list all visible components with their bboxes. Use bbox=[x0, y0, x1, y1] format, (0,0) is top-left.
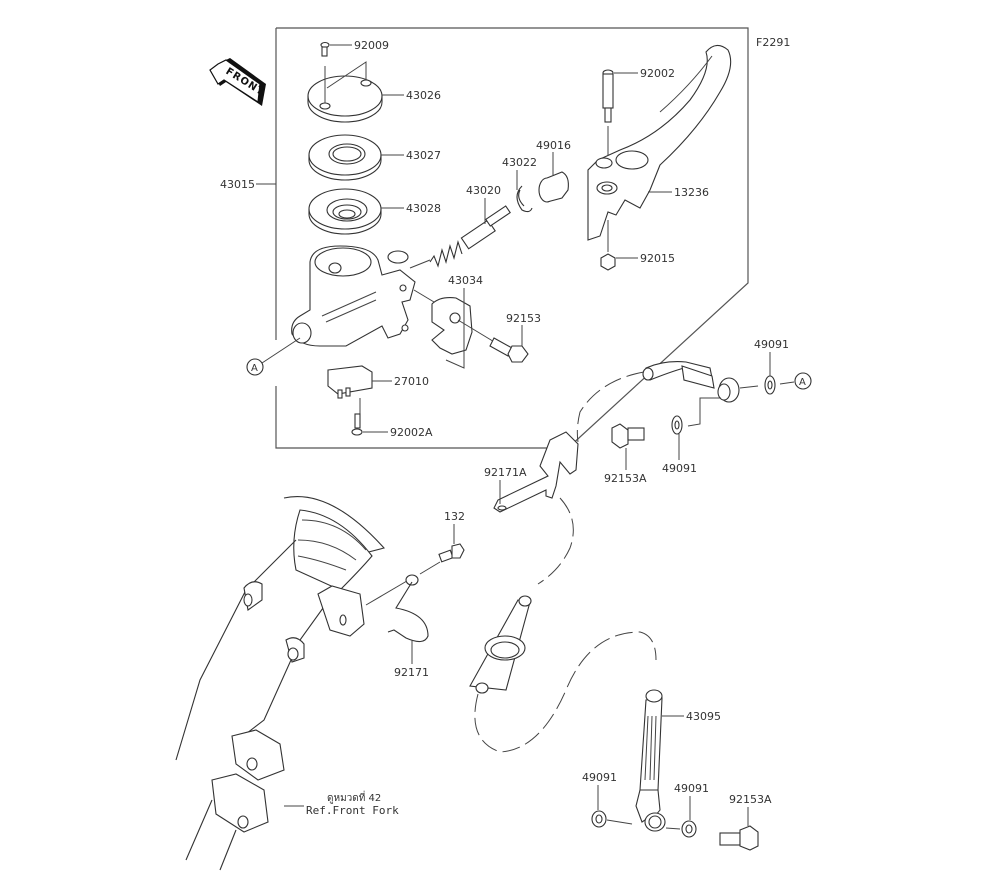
bolt-92153 bbox=[457, 319, 529, 363]
front-fork bbox=[175, 496, 413, 871]
reference-front-fork: Ref.Front Fork bbox=[306, 804, 399, 817]
label-49016: 49016 bbox=[536, 139, 571, 152]
lever-13236 bbox=[587, 44, 732, 241]
reference-thai-note: ดูหมวดที่ 42 bbox=[327, 790, 381, 804]
hose-route-upper bbox=[576, 371, 645, 443]
label-43028: 43028 bbox=[406, 202, 441, 215]
label-43020: 43020 bbox=[466, 184, 501, 197]
front-arrow-icon: FRONT bbox=[209, 58, 266, 106]
washer-49091-mid bbox=[671, 415, 683, 460]
piston-43020 bbox=[429, 198, 511, 268]
upper-brake-hose bbox=[642, 361, 759, 427]
boot-49016 bbox=[538, 152, 569, 203]
banjo-bolt-92153A-mid bbox=[611, 423, 645, 470]
label-49091-mid: 49091 bbox=[662, 462, 697, 475]
hose-route-mid bbox=[537, 497, 574, 585]
washer-49091-top bbox=[764, 352, 795, 395]
grommet-hose-middle bbox=[469, 595, 532, 694]
label-27010: 27010 bbox=[394, 375, 429, 388]
switch-27010 bbox=[327, 365, 392, 414]
label-43034: 43034 bbox=[448, 274, 483, 287]
label-49091-top: 49091 bbox=[754, 338, 789, 351]
nut-92015 bbox=[600, 220, 638, 271]
washer-49091-bottom-left bbox=[591, 785, 633, 828]
cap-43026 bbox=[307, 61, 404, 123]
hose-route-lower bbox=[474, 631, 657, 753]
banjo-bolt-92153A-bottom bbox=[719, 807, 759, 851]
bracket-92171A bbox=[493, 431, 579, 513]
label-92153A-bottom: 92153A bbox=[729, 793, 772, 806]
label-92002A: 92002A bbox=[390, 426, 433, 439]
marker-a-left: A bbox=[251, 363, 258, 374]
clip-92171 bbox=[387, 574, 429, 664]
label-92009: 92009 bbox=[354, 39, 389, 52]
plate-43027 bbox=[308, 134, 404, 181]
label-92171A: 92171A bbox=[484, 466, 527, 479]
figure-code: F2291 bbox=[756, 36, 790, 49]
screw-92009 bbox=[320, 41, 352, 57]
marker-a-right: A bbox=[799, 377, 806, 388]
label-43027: 43027 bbox=[406, 149, 441, 162]
label-92015: 92015 bbox=[640, 252, 675, 265]
label-43022: 43022 bbox=[502, 156, 537, 169]
circlip-43022 bbox=[516, 170, 533, 213]
label-13236: 13236 bbox=[674, 186, 709, 199]
label-132: 132 bbox=[444, 510, 465, 523]
label-92171: 92171 bbox=[394, 666, 429, 679]
label-43095: 43095 bbox=[686, 710, 721, 723]
label-49091-bottom-left: 49091 bbox=[582, 771, 617, 784]
label-49091-bottom-right: 49091 bbox=[674, 782, 709, 795]
master-cylinder-body bbox=[291, 245, 416, 347]
clamp-43034 bbox=[413, 288, 473, 369]
leader-spring bbox=[409, 259, 431, 269]
label-92153: 92153 bbox=[506, 312, 541, 325]
washer-49091-bottom-right bbox=[665, 796, 697, 838]
connector-marker-a-right: A bbox=[794, 372, 812, 390]
pivot-bolt-92002 bbox=[602, 69, 638, 168]
label-43015: 43015 bbox=[220, 178, 255, 191]
connector-marker-a-left: A bbox=[246, 337, 301, 376]
label-92002: 92002 bbox=[640, 67, 675, 80]
label-43026: 43026 bbox=[406, 89, 441, 102]
diaphragm-43028 bbox=[308, 188, 404, 235]
screw-92002A bbox=[351, 413, 388, 436]
bolt-132 bbox=[419, 524, 465, 575]
label-92153A-mid: 92153A bbox=[604, 472, 647, 485]
lower-hose-43095 bbox=[635, 689, 684, 832]
